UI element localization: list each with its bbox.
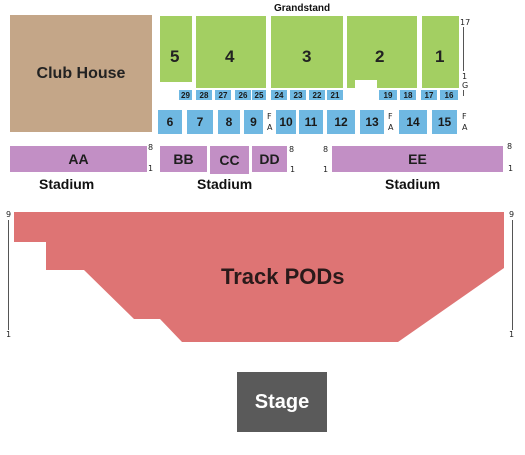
- section-8[interactable]: 8: [218, 110, 240, 134]
- track-row-rule-right: [512, 220, 513, 330]
- section-16[interactable]: 16: [440, 90, 458, 100]
- club-house[interactable]: Club House: [10, 15, 152, 132]
- track-row-top-left: 9: [6, 210, 12, 219]
- track-pods-label: Track PODs: [221, 264, 345, 289]
- section-19[interactable]: 19: [379, 90, 397, 100]
- stadium-row-bottom: 1: [323, 165, 329, 174]
- fa-label-a: A: [388, 123, 394, 132]
- stadium-section-ee[interactable]: EE: [332, 146, 503, 172]
- fa-label-a: A: [462, 123, 468, 132]
- stadium-row-bottom: 1: [290, 165, 296, 174]
- grandstand-row-bottom: 1: [462, 72, 468, 81]
- section-25[interactable]: 25: [252, 90, 266, 100]
- section-28[interactable]: 28: [196, 90, 212, 100]
- section-9[interactable]: 9: [244, 110, 263, 134]
- stadium-label-left: Stadium: [39, 176, 95, 192]
- track-row-bottom-right: 1: [509, 330, 515, 339]
- stadium-row-top: 8: [507, 142, 513, 151]
- grandstand-section-4[interactable]: 4: [196, 16, 266, 88]
- stadium-section-bb[interactable]: BB: [160, 146, 207, 172]
- stadium-section-dd[interactable]: DD: [252, 146, 287, 172]
- stadium-label-center: Stadium: [197, 176, 253, 192]
- stadium-row-bottom: 1: [508, 164, 514, 173]
- stage: Stage: [237, 372, 327, 432]
- fa-label-f: F: [462, 112, 467, 121]
- section-14[interactable]: 14: [399, 110, 427, 134]
- section-21[interactable]: 21: [327, 90, 343, 100]
- section-22[interactable]: 22: [309, 90, 325, 100]
- stadium-row-bottom: 1: [148, 164, 154, 173]
- club-house-label: Club House: [36, 64, 126, 82]
- track-row-rule-left: [8, 220, 9, 330]
- section-11[interactable]: 11: [299, 110, 323, 134]
- stadium-row-top: 8: [148, 143, 154, 152]
- grandstand-row-rule: [463, 27, 464, 71]
- stage-label: Stage: [254, 390, 310, 413]
- grandstand-section-2-notch: [355, 80, 377, 88]
- section-12[interactable]: 12: [327, 110, 355, 134]
- section-6[interactable]: 6: [158, 110, 182, 134]
- section-27[interactable]: 27: [215, 90, 231, 100]
- fa-label-f: F: [267, 112, 272, 121]
- stadium-section-cc[interactable]: CC: [210, 146, 249, 174]
- section-17[interactable]: 17: [421, 90, 437, 100]
- stadium-label-right: Stadium: [385, 176, 441, 192]
- section-18[interactable]: 18: [400, 90, 416, 100]
- grandstand-section-3[interactable]: 3: [271, 16, 343, 88]
- section-24[interactable]: 24: [271, 90, 287, 100]
- grandstand-row-rule-lower: [463, 90, 464, 96]
- stadium-row-top: 8: [289, 145, 295, 154]
- fa-label-f: F: [388, 112, 393, 121]
- section-7[interactable]: 7: [187, 110, 213, 134]
- section-26[interactable]: 26: [235, 90, 251, 100]
- track-row-top-right: 9: [509, 210, 515, 219]
- grandstand-section-5[interactable]: 5: [160, 16, 192, 82]
- section-15[interactable]: 15: [432, 110, 457, 134]
- fa-label-a: A: [267, 123, 273, 132]
- stadium-section-aa[interactable]: AA: [10, 146, 147, 172]
- grandstand-row-top: 17: [460, 18, 471, 27]
- stadium-row-top: 8: [323, 145, 329, 154]
- section-29[interactable]: 29: [179, 90, 192, 100]
- section-23[interactable]: 23: [290, 90, 306, 100]
- grandstand-section-2[interactable]: 2: [347, 16, 417, 88]
- grandstand-row-g: G: [462, 81, 469, 90]
- section-10[interactable]: 10: [276, 110, 296, 134]
- section-13[interactable]: 13: [360, 110, 384, 134]
- grandstand-section-1[interactable]: 1: [422, 16, 459, 88]
- grandstand-title: Grandstand: [274, 3, 331, 14]
- track-row-bottom-left: 1: [6, 330, 12, 339]
